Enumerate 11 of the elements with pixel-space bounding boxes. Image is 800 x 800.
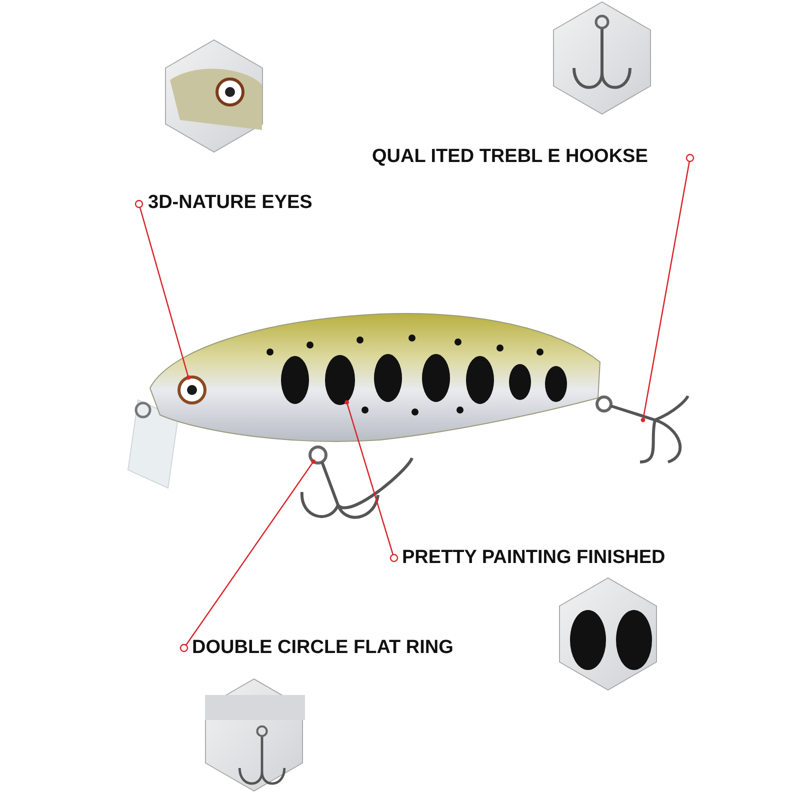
treble-hook [596, 394, 690, 464]
leader-line [344, 400, 398, 562]
callout-label: PRETTY PAINTING FINISHED [402, 547, 666, 569]
painted-spot [325, 355, 355, 405]
leader-line [640, 154, 694, 422]
callout-label: DOUBLE CIRCLE FLAT RING [192, 637, 454, 659]
leader-line [134, 200, 191, 380]
callout-label: QUAL ITED TREBL E HOOKSE [372, 146, 648, 168]
leader-line [180, 459, 316, 652]
treble-hook-with-ring [300, 446, 414, 519]
callout-label: 3D-NATURE EYES [148, 192, 312, 214]
